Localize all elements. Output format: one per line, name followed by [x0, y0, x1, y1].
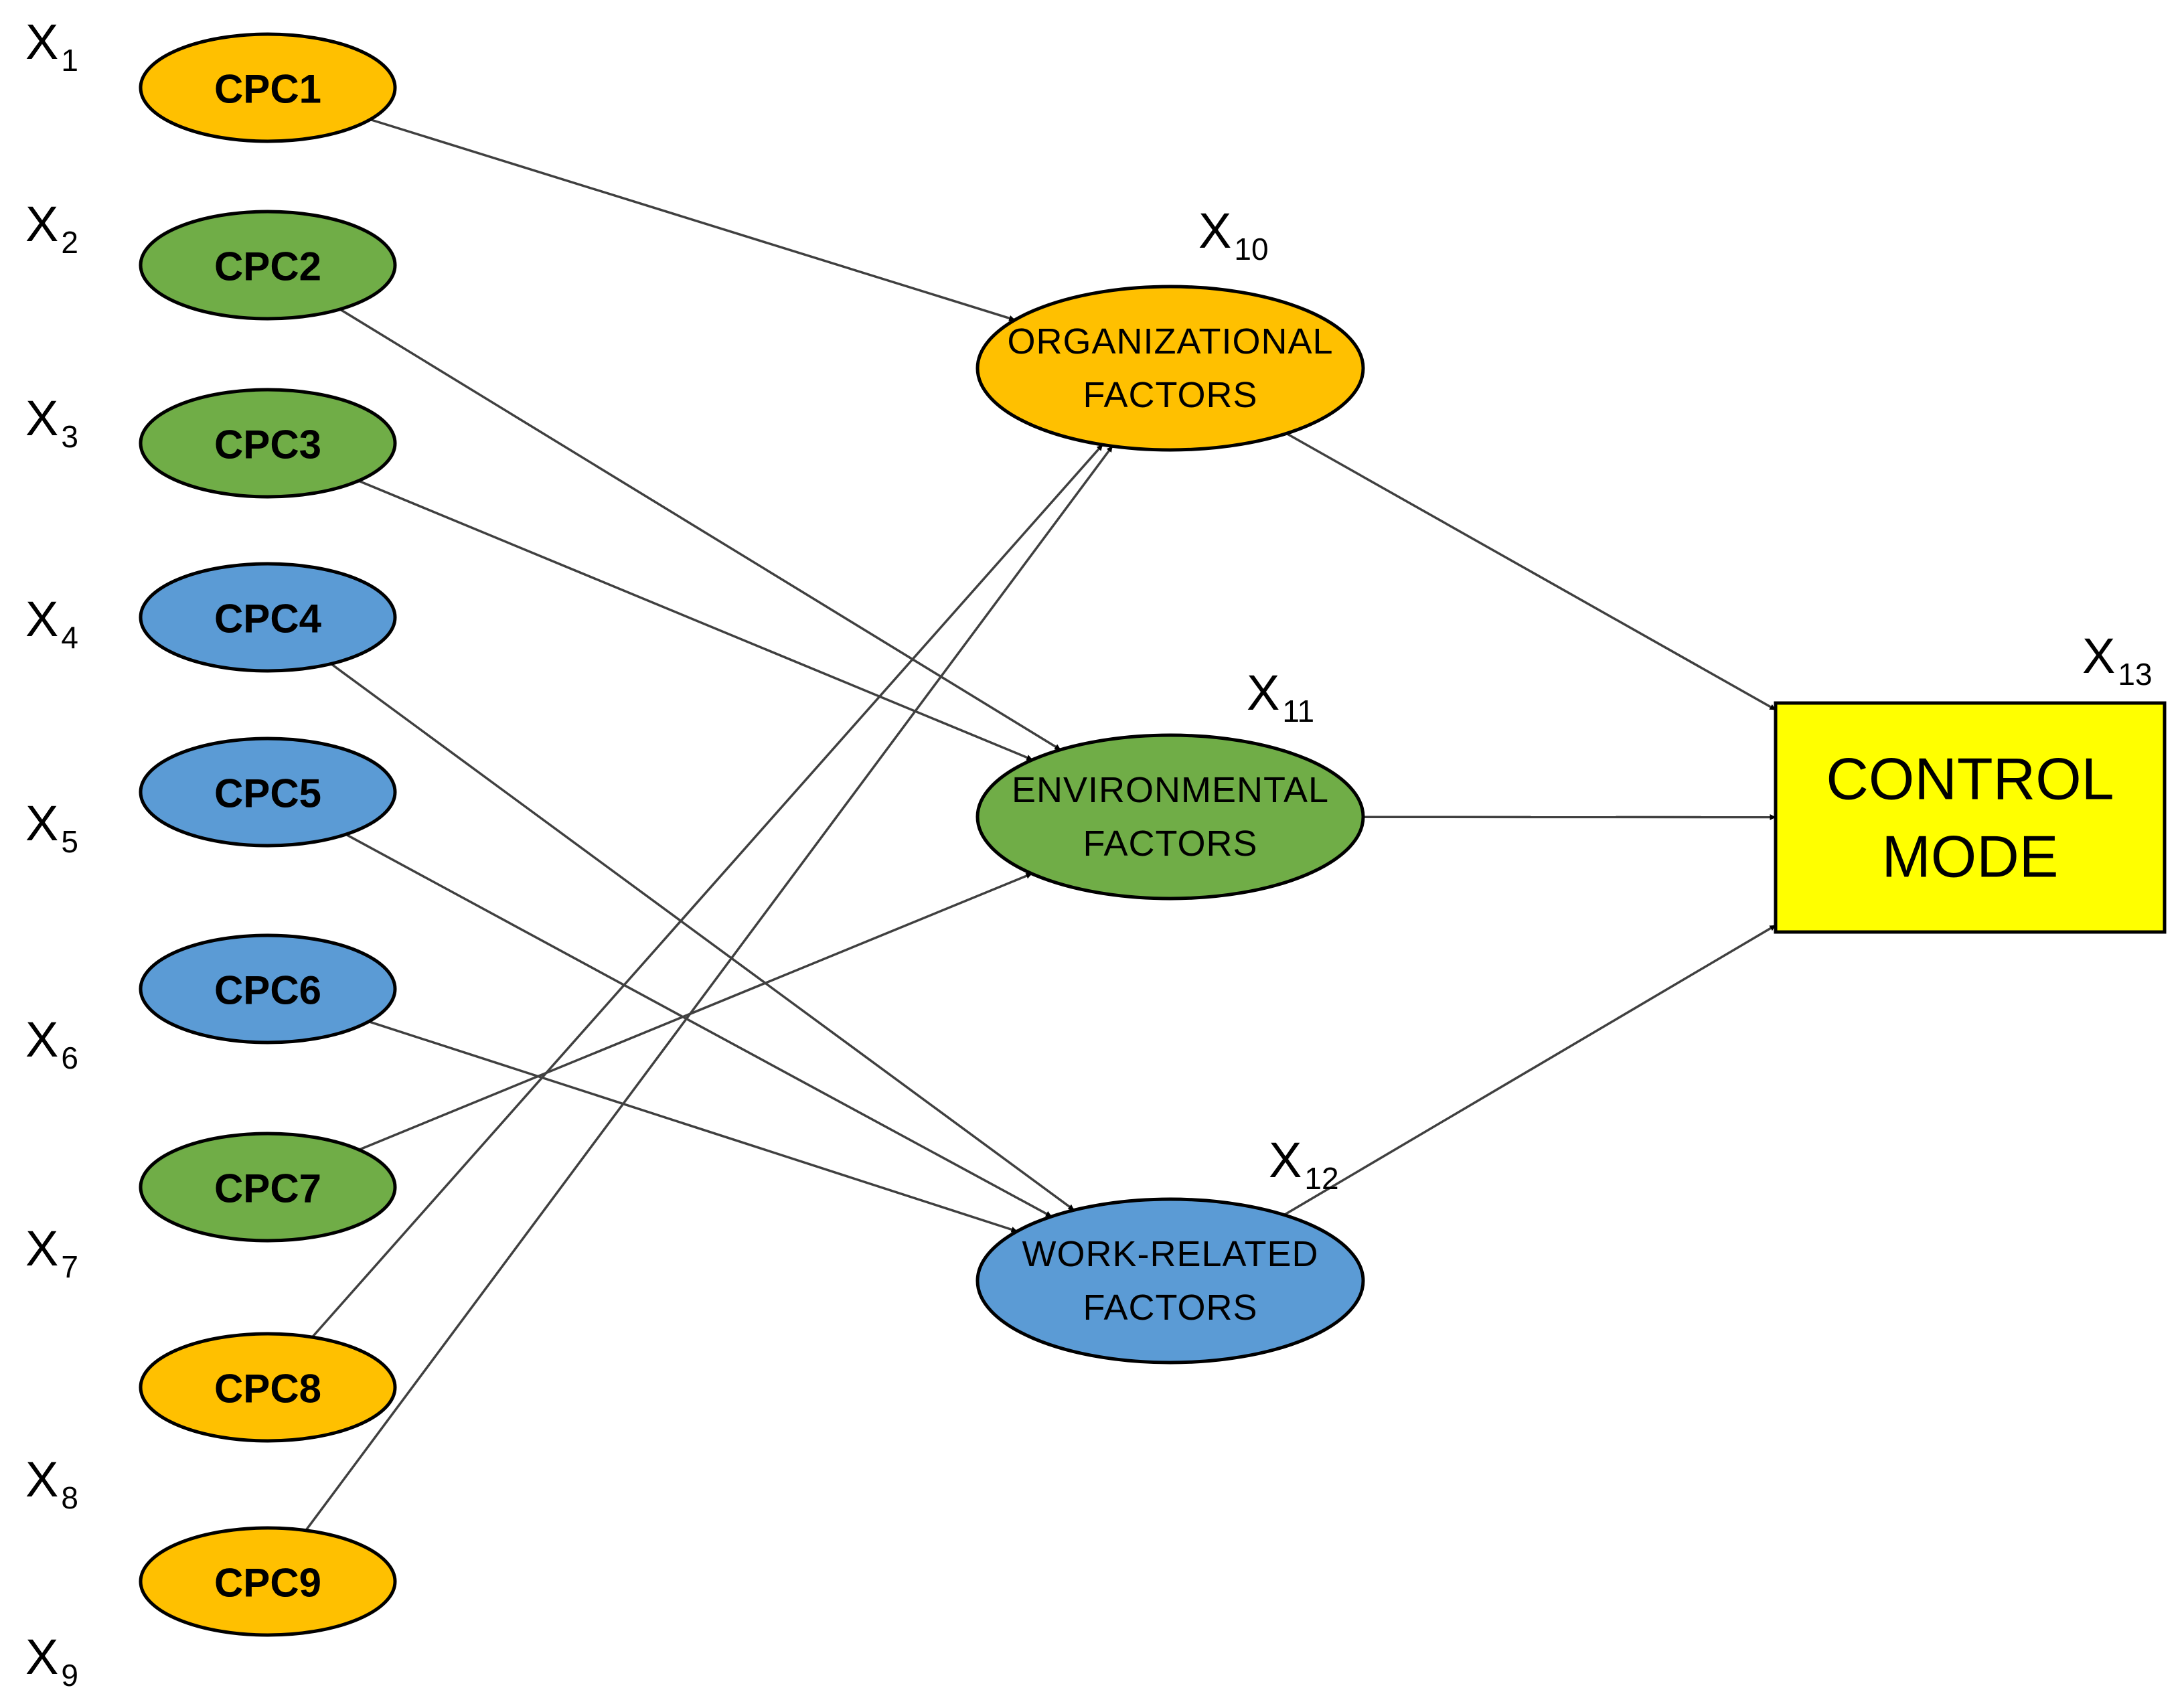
variable-label-cpc9: X9: [25, 1629, 78, 1693]
node-org-label-line-2: FACTORS: [1083, 375, 1257, 415]
node-cpc4-label: CPC4: [214, 597, 322, 641]
node-work: WORK-RELATED FACTORS: [978, 1199, 1363, 1363]
variable-label-cpc7: X7: [25, 1221, 78, 1284]
variable-label-control: X13: [2082, 628, 2153, 692]
edge-cpc2-to-env: [340, 309, 1061, 750]
node-cpc5: CPC5: [141, 739, 395, 846]
variable-label-org: X10: [1198, 203, 1269, 266]
node-cpc9-label: CPC9: [214, 1561, 321, 1606]
node-control: CONTROL MODE: [1776, 703, 2165, 932]
node-control-label-line-2: MODE: [1882, 824, 2059, 890]
node-control-box: [1776, 703, 2165, 932]
edge-cpc7-to-env: [359, 874, 1032, 1150]
node-cpc7: CPC7: [141, 1134, 395, 1241]
node-work-label-line-2: FACTORS: [1083, 1288, 1257, 1328]
node-org: ORGANIZATIONAL FACTORS: [978, 287, 1363, 450]
node-org-label-line-1: ORGANIZATIONAL: [1007, 321, 1333, 362]
variable-label-cpc4: X4: [25, 591, 78, 655]
variable-label-cpc8: X8: [25, 1452, 78, 1515]
variable-label-cpc5: X5: [25, 795, 78, 859]
edge-cpc8-to-org: [312, 445, 1102, 1337]
node-env-ellipse: [978, 735, 1363, 899]
node-cpc4: CPC4: [141, 564, 395, 671]
variable-label-cpc3: X3: [25, 390, 78, 454]
node-cpc1-label: CPC1: [214, 67, 321, 112]
node-env-label-line-2: FACTORS: [1083, 824, 1257, 864]
node-org-ellipse: [978, 287, 1363, 450]
node-cpc3-label: CPC3: [214, 422, 321, 467]
edge-cpc5-to-work: [346, 834, 1052, 1217]
node-cpc6: CPC6: [141, 935, 395, 1042]
node-control-label-line-1: CONTROL: [1826, 746, 2114, 812]
node-env: ENVIRONMENTAL FACTORS: [978, 735, 1363, 899]
node-cpc3: CPC3: [141, 390, 395, 497]
node-cpc7-label: CPC7: [214, 1166, 321, 1211]
edge-cpc9-to-org: [306, 446, 1113, 1530]
node-work-ellipse: [978, 1199, 1363, 1363]
node-cpc5-label: CPC5: [214, 771, 321, 816]
node-cpc2-label: CPC2: [214, 244, 321, 289]
edge-cpc4-to-work: [331, 664, 1074, 1210]
node-cpc9: CPC9: [141, 1528, 395, 1635]
node-work-label-line-1: WORK-RELATED: [1022, 1234, 1318, 1274]
edge-cpc1-to-org: [370, 120, 1015, 320]
edge-work-to-control: [1284, 925, 1776, 1215]
edge-cpc6-to-work: [369, 1022, 1017, 1231]
node-cpc2: CPC2: [141, 212, 395, 319]
variable-label-work: X12: [1269, 1132, 1339, 1196]
variable-label-env: X11: [1247, 665, 1314, 728]
edge-org-to-control: [1286, 433, 1776, 710]
node-cpc6-label: CPC6: [214, 968, 321, 1013]
variable-label-cpc6: X6: [25, 1012, 78, 1075]
node-env-label-line-1: ENVIRONMENTAL: [1012, 770, 1329, 810]
variable-label-cpc2: X2: [25, 196, 78, 260]
node-cpc8: CPC8: [141, 1334, 395, 1441]
variable-label-cpc1: X1: [25, 14, 78, 78]
node-cpc8-label: CPC8: [214, 1367, 321, 1411]
node-cpc1: CPC1: [141, 34, 395, 141]
edge-cpc3-to-env: [359, 481, 1033, 760]
